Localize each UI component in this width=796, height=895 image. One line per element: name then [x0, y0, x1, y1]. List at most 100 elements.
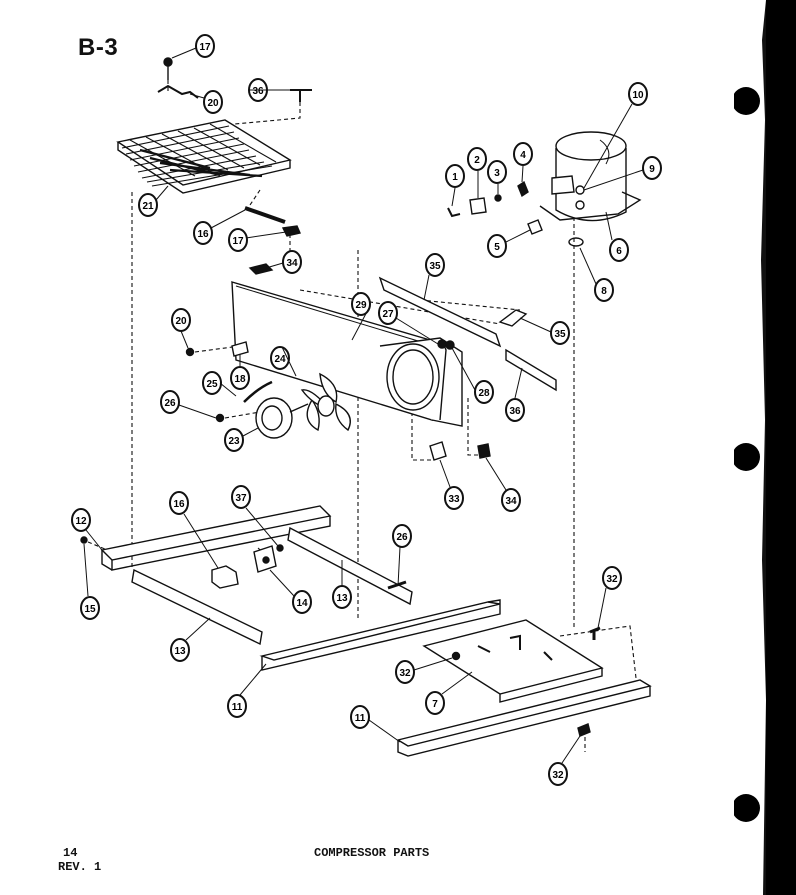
svg-text:18: 18 [234, 374, 246, 385]
callout: 28 [474, 380, 494, 404]
svg-text:29: 29 [355, 300, 367, 311]
part-4 [517, 180, 529, 198]
svg-text:17: 17 [232, 236, 244, 247]
svg-text:24: 24 [274, 354, 286, 365]
part-30 [248, 263, 274, 275]
bracket-35 [378, 276, 502, 348]
rail-11 [259, 599, 501, 671]
base-tray-7 [422, 619, 604, 703]
rail-13 [131, 568, 263, 646]
callout: 20 [171, 308, 191, 332]
callout: 7 [425, 691, 445, 715]
callout: 34 [282, 250, 302, 274]
callout: 26 [160, 390, 180, 414]
callout: 10 [628, 82, 648, 106]
svg-text:21: 21 [142, 201, 154, 212]
callout: 20 [203, 90, 223, 114]
callout: 34 [501, 488, 521, 512]
svg-text:32: 32 [552, 770, 564, 781]
callout: 15 [80, 596, 100, 620]
callout: 9 [642, 156, 662, 180]
part-31 [498, 309, 528, 327]
callout: 27 [378, 301, 398, 325]
part-15-screw [80, 536, 88, 544]
part-34 [477, 443, 491, 459]
svg-text:37: 37 [235, 493, 247, 504]
screw-32 [589, 626, 601, 640]
svg-text:26: 26 [164, 398, 176, 409]
part-17 [244, 206, 286, 224]
revision-label: REV. 1 [58, 860, 102, 874]
condenser-coil [116, 119, 292, 194]
fan-motor [255, 397, 309, 439]
callout: 16 [193, 221, 213, 245]
svg-text:15: 15 [84, 604, 96, 615]
callout: 35 [425, 253, 445, 277]
svg-text:8: 8 [601, 286, 607, 297]
svg-text:27: 27 [382, 309, 394, 320]
callout: 17 [195, 34, 215, 58]
callout: 2 [467, 147, 487, 171]
svg-text:32: 32 [399, 668, 411, 679]
callout: 17 [228, 228, 248, 252]
callout: 35 [550, 321, 570, 345]
callout: 13 [170, 638, 190, 662]
callout: 26 [392, 524, 412, 548]
callout: 36 [505, 398, 525, 422]
callout: 37 [231, 485, 251, 509]
svg-text:11: 11 [232, 702, 243, 713]
leader-lines [83, 47, 644, 764]
part-26-bolt [387, 580, 407, 590]
svg-text:16: 16 [173, 499, 185, 510]
rail-12 [100, 505, 332, 571]
svg-text:20: 20 [207, 98, 219, 109]
fan-shroud [231, 281, 463, 427]
screw-36 [290, 89, 312, 102]
page-title: B-3 [78, 34, 119, 61]
binder-hole [734, 87, 760, 115]
binder-hole [734, 443, 760, 471]
part-33 [429, 441, 447, 461]
callout: 24 [270, 346, 290, 370]
callout: 29 [351, 292, 371, 316]
svg-text:6: 6 [616, 246, 622, 257]
fan-blade [300, 372, 351, 432]
callout: 5 [487, 234, 507, 258]
callout: 3 [487, 160, 507, 184]
screw-32-bottom [577, 723, 591, 737]
svg-text:13: 13 [336, 593, 348, 604]
part-18 [281, 225, 301, 237]
svg-text:20: 20 [175, 316, 187, 327]
part-28 [445, 340, 455, 350]
callout: 12 [71, 508, 91, 532]
part-5 [527, 219, 543, 235]
callout: 32 [395, 660, 415, 684]
svg-text:33: 33 [448, 494, 460, 505]
callout: 11 [350, 705, 370, 729]
svg-text:11: 11 [355, 713, 366, 724]
part-1 [447, 207, 461, 218]
callout: 16 [169, 491, 189, 515]
callout: 8 [594, 278, 614, 302]
svg-text:2: 2 [474, 155, 480, 166]
svg-text:4: 4 [520, 150, 526, 161]
svg-text:23: 23 [228, 436, 240, 447]
callout: 14 [292, 590, 312, 614]
callout: 13 [332, 585, 352, 609]
callout: 1 [445, 164, 465, 188]
rail-11-lower [396, 679, 652, 757]
svg-text:36: 36 [252, 86, 264, 97]
svg-text:25: 25 [206, 379, 218, 390]
part-37 [276, 544, 284, 552]
screw-top [163, 57, 173, 80]
svg-text:10: 10 [632, 90, 644, 101]
callout: 33 [444, 486, 464, 510]
svg-text:13: 13 [174, 646, 186, 657]
svg-text:5: 5 [494, 242, 500, 253]
callout: 21 [138, 193, 158, 217]
part-27 [437, 339, 447, 349]
callout: 23 [224, 428, 244, 452]
part-25 [243, 380, 273, 403]
grommet-8 [568, 237, 584, 247]
